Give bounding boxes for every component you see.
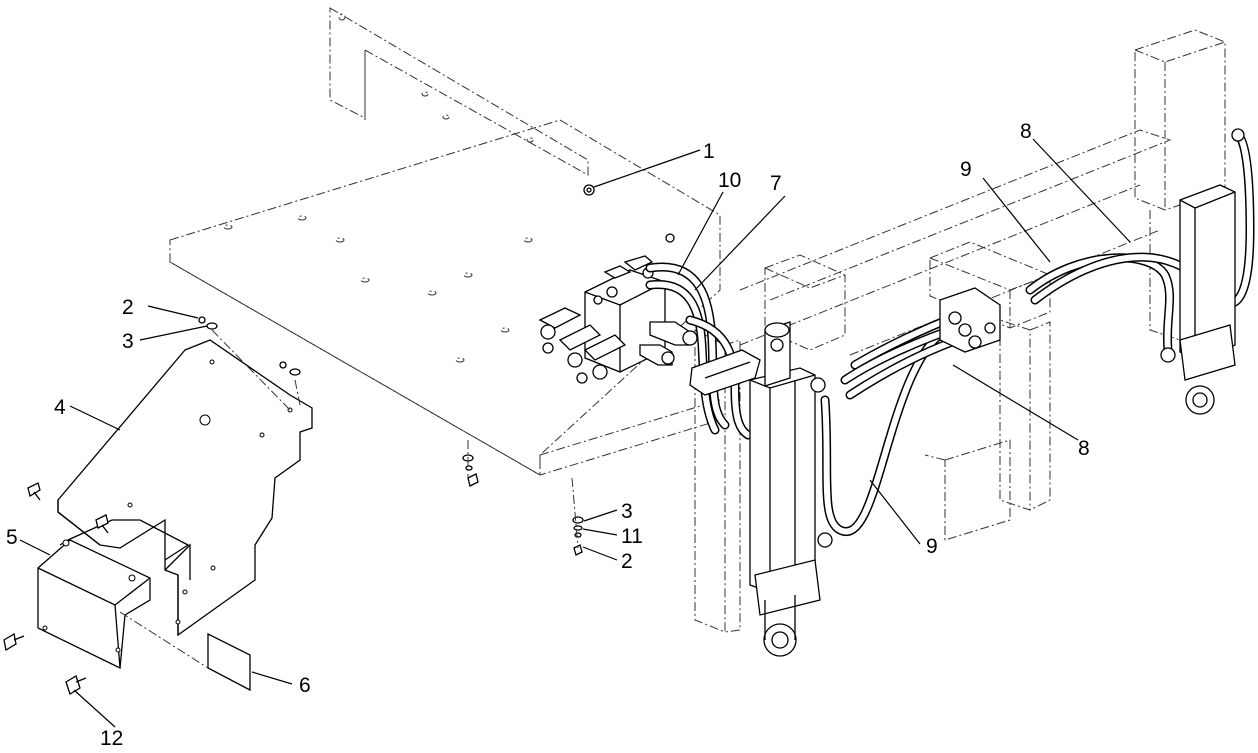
callout-4: 4 — [54, 396, 66, 419]
callout-11: 11 — [621, 525, 643, 548]
callout-9-lower: 9 — [926, 535, 938, 558]
frame-platform — [169, 119, 721, 476]
hose-item-10 — [645, 262, 730, 430]
decal-item-6 — [207, 632, 251, 692]
frame-right-post — [999, 319, 1051, 511]
nut-item-1 — [583, 184, 675, 243]
callout-1: 1 — [703, 140, 715, 163]
platform-holes — [223, 91, 534, 363]
callout-10: 10 — [718, 169, 741, 192]
callout-2-lower: 2 — [621, 550, 633, 573]
callout-8-upper: 8 — [1020, 120, 1032, 143]
washer-item-3 — [206, 322, 584, 524]
frame-back-wall — [329, 7, 589, 176]
bolt-item-12 — [3, 473, 583, 695]
callout-9-upper: 9 — [960, 158, 972, 181]
hose-item-9-upper — [1025, 253, 1175, 355]
frame-cross-beams — [739, 129, 1172, 541]
control-valve — [538, 255, 698, 384]
lockwasher-item-11 — [573, 525, 583, 531]
left-cylinder — [749, 321, 833, 657]
callout-5: 5 — [6, 526, 18, 549]
assembly-alignment-lines — [119, 329, 579, 669]
cover-item-4 — [57, 339, 313, 637]
callout-12: 12 — [100, 727, 123, 750]
right-cylinder — [1160, 128, 1245, 415]
callout-7: 7 — [770, 172, 782, 195]
hose-item-7 — [645, 279, 753, 440]
callout-labels: 1 2 2 3 3 4 5 6 7 8 8 9 9 10 11 12 — [6, 120, 1090, 750]
fitting-block — [939, 287, 1001, 353]
callout-3-upper: 3 — [122, 330, 134, 353]
callout-6: 6 — [299, 674, 311, 697]
callout-8-lower: 8 — [1078, 437, 1090, 460]
leader-lines — [19, 138, 1131, 728]
callout-3-lower: 3 — [621, 500, 633, 523]
cover-item-5 — [37, 519, 190, 669]
hose-clamp — [689, 349, 761, 396]
callout-2-upper: 2 — [122, 296, 134, 319]
